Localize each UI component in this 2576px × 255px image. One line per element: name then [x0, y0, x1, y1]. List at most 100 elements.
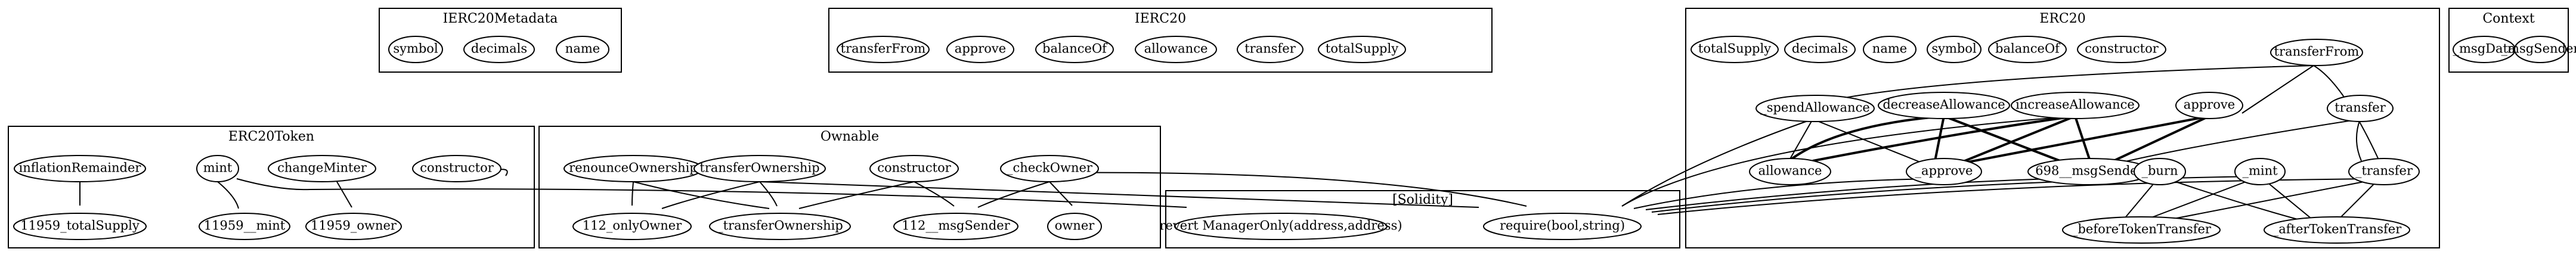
node-erc20-transferFrom[interactable]: transferFrom [2270, 39, 2363, 66]
edge-transfer-transfer [2355, 119, 2362, 161]
node-ierc20-totalSupply[interactable]: totalSupply [1318, 36, 1406, 63]
node-ierc20-transferFrom-ellipse [837, 36, 930, 63]
node-ownable-checkOwner[interactable]: _checkOwner [1000, 155, 1099, 182]
node-ierc20-transferFrom-label: transferFrom [841, 42, 926, 56]
node-solidity-require[interactable]: require(bool,string) [1483, 213, 1642, 240]
node-ierc20-balanceOf-ellipse [1035, 36, 1114, 63]
node-erc20-allowance-label: allowance [1758, 164, 1822, 178]
node-ierc20-transfer-ellipse [1237, 36, 1304, 63]
node-ownable-transferOwnership[interactable]: transferOwnership [693, 155, 826, 182]
node-ierc20-balanceOf[interactable]: balanceOf [1035, 36, 1114, 63]
cluster-ownable: Ownable [538, 126, 1161, 248]
node-token-constructor[interactable]: constructor [412, 155, 501, 182]
node-erc20-totalSupply[interactable]: totalSupply [1690, 36, 1779, 63]
node-context-msgData[interactable]: _msgData [2453, 36, 2516, 63]
node-erc20-mint[interactable]: _mint [2234, 158, 2286, 185]
node-erc20-increaseAllowance-label: increaseAllowance [2015, 98, 2135, 112]
node-token-mint-label: mint [203, 161, 233, 175]
cluster-ierc20metadata-title: IERC20Metadata [443, 11, 558, 26]
node-erc20-burn[interactable]: _burn [2134, 158, 2186, 185]
node-erc20-spendAllowance[interactable]: _spendAllowance [1755, 95, 1875, 122]
node-ierc20metadata-decimals[interactable]: decimals [463, 36, 535, 63]
node-token-totalSupply-label: 11959_totalSupply [20, 219, 140, 233]
node-erc20-constructor-ellipse [2077, 36, 2166, 63]
node-erc20-transfer[interactable]: transfer [2327, 95, 2394, 122]
node-ierc20-approve[interactable]: approve [946, 36, 1014, 63]
node-erc20-transfer-internal[interactable]: _transfer [2348, 158, 2420, 185]
node-erc20-afterTokenTransfer-label: _afterTokenTransfer [2272, 222, 2402, 237]
node-ierc20metadata-decimals-ellipse [463, 36, 535, 63]
node-ierc20-transferFrom[interactable]: transferFrom [837, 36, 930, 63]
node-erc20-name[interactable]: name [1863, 36, 1916, 63]
node-token-mint-internal[interactable]: 11959__mint [199, 213, 290, 240]
node-erc20-decimals[interactable]: decimals [1784, 36, 1856, 63]
node-ierc20metadata-symbol[interactable]: symbol [388, 36, 443, 63]
node-ownable-msgSender[interactable]: 112__msgSender [893, 213, 1018, 240]
node-erc20-balanceOf[interactable]: balanceOf [1988, 36, 2067, 63]
edge-transfer-after [2337, 178, 2380, 221]
node-ownable-renounceOwnership[interactable]: renounceOwnership [564, 155, 703, 182]
node-erc20-symbol-ellipse [1927, 36, 1981, 63]
node-solidity-require-ellipse [1483, 213, 1642, 240]
node-ownable-transferOwnership-internal[interactable]: _transferOwnership [709, 213, 851, 240]
node-ierc20-approve-label: approve [955, 42, 1006, 56]
node-erc20-approve-internal[interactable]: _approve [1906, 158, 1982, 185]
node-token-inflationRemainder[interactable]: inflationRemainder [14, 155, 146, 182]
node-ierc20metadata-name-label: name [565, 42, 600, 56]
node-erc20-beforeTokenTransfer-ellipse [2062, 216, 2221, 244]
node-erc20-beforeTokenTransfer[interactable]: _beforeTokenTransfer [2062, 216, 2221, 244]
node-erc20-transfer-internal-ellipse [2348, 158, 2420, 185]
cluster-ierc20metadata-box [379, 8, 622, 73]
node-erc20-transfer-ellipse [2327, 95, 2394, 122]
node-erc20-decreaseAllowance[interactable]: decreaseAllowance [1878, 92, 2010, 119]
node-erc20-symbol[interactable]: symbol [1927, 36, 1981, 63]
node-erc20-approve-label: approve [2184, 98, 2235, 112]
node-ownable-constructor[interactable]: constructor [869, 155, 959, 182]
node-ierc20-totalSupply-label: totalSupply [1326, 42, 1398, 56]
node-context-msgSender-ellipse [2514, 36, 2566, 63]
node-erc20-allowance[interactable]: allowance [1749, 158, 1831, 185]
node-ierc20-allowance-ellipse [1135, 36, 1217, 63]
node-ierc20metadata-name-ellipse [556, 36, 609, 63]
node-ierc20-allowance[interactable]: allowance [1135, 36, 1217, 63]
edge-checkOwner-require [1049, 172, 1527, 207]
node-erc20-afterTokenTransfer[interactable]: _afterTokenTransfer [2264, 216, 2410, 244]
node-ierc20-transfer-label: transfer [1244, 42, 1296, 56]
edge-approve-require [1633, 178, 1933, 209]
node-solidity-revert[interactable]: revert ManagerOnly(address,address) [1159, 213, 1402, 240]
node-erc20-constructor[interactable]: constructor [2077, 36, 2166, 63]
node-erc20-increaseAllowance[interactable]: increaseAllowance [2011, 92, 2140, 119]
node-erc20-msgSender-label: 698__msgSender [2035, 164, 2144, 178]
node-ierc20metadata-symbol-label: symbol [393, 42, 438, 56]
node-erc20-decreaseAllowance-label: decreaseAllowance [1883, 98, 2005, 112]
node-erc20-msgSender[interactable]: 698__msgSender [2027, 158, 2151, 185]
cluster-ierc20metadata: IERC20Metadata [379, 8, 622, 73]
node-token-totalSupply[interactable]: 11959_totalSupply [13, 213, 147, 240]
node-ownable-owner[interactable]: owner [1047, 213, 1102, 240]
edge-renounce-onlyOwner [631, 181, 634, 206]
node-ownable-onlyOwner[interactable]: 112_onlyOwner [572, 213, 692, 240]
node-context-msgSender[interactable]: _msgSender [2501, 36, 2576, 63]
node-erc20-beforeTokenTransfer-label: _beforeTokenTransfer [2072, 222, 2212, 237]
cluster-solidity: [Solidity] [1165, 190, 1680, 248]
node-ierc20-transfer[interactable]: transfer [1237, 36, 1304, 63]
node-ownable-owner-label: owner [1055, 219, 1095, 233]
cluster-ownable-title: Ownable [821, 129, 879, 144]
cluster-erc20-box [1685, 8, 2440, 248]
node-erc20-totalSupply-ellipse [1690, 36, 1779, 63]
cluster-erc20token-title: ERC20Token [228, 129, 314, 144]
cluster-solidity-box [1165, 190, 1680, 248]
node-token-changeMinter[interactable]: changeMinter [268, 155, 376, 182]
node-token-mint-ellipse [196, 155, 239, 182]
node-erc20-burn-ellipse [2134, 158, 2186, 185]
node-erc20-approve[interactable]: approve [2175, 92, 2243, 119]
node-ownable-msgSender-label: 112__msgSender [902, 219, 1010, 233]
node-ownable-checkOwner-ellipse [1000, 155, 1099, 182]
edge-approve-msgSender [2110, 115, 2210, 163]
node-token-owner[interactable]: 11959_owner [305, 213, 402, 240]
node-token-mint[interactable]: mint [196, 155, 239, 182]
node-erc20-approve-internal-ellipse [1906, 158, 1982, 185]
node-ierc20metadata-name[interactable]: name [556, 36, 609, 63]
node-ownable-renounceOwnership-label: renounceOwnership [569, 161, 698, 175]
